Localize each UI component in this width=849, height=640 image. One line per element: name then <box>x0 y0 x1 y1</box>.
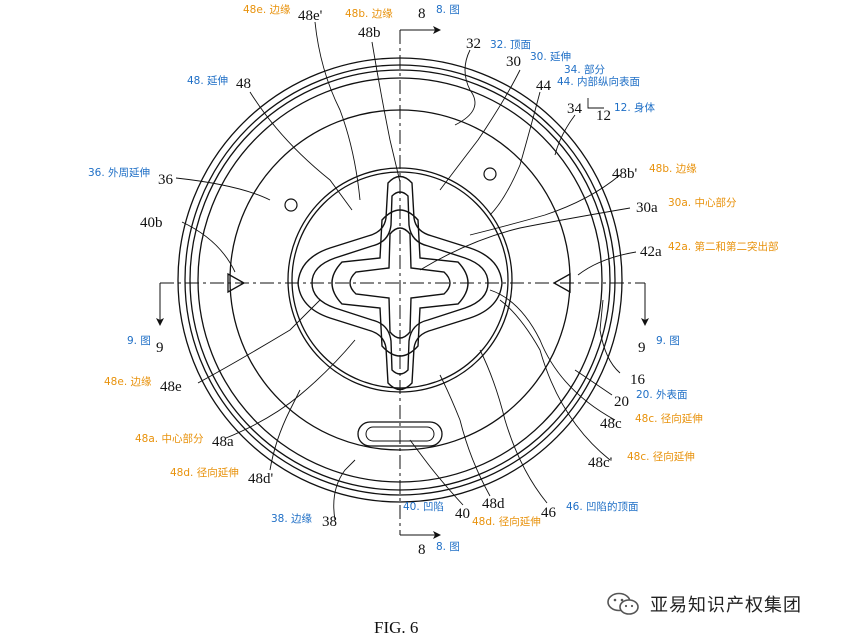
leader-lines <box>175 21 637 521</box>
ref-30: 30 <box>506 54 521 70</box>
ref-12: 12 <box>596 108 611 124</box>
note-48a: 48a. 中心部分 <box>135 432 204 445</box>
ref-48: 48 <box>236 76 251 92</box>
note-8-fig-bottom: 8. 图 <box>436 541 460 553</box>
note-32: 32. 顶面 <box>490 39 531 51</box>
note-42a: 42a. 第二和第二突出部 <box>668 240 778 253</box>
note-40: 40. 凹陷 <box>403 500 444 513</box>
ref-48b-top: 48b <box>358 25 381 41</box>
note-38: 38. 边缘 <box>271 512 313 525</box>
depression-slot-inner <box>365 426 435 442</box>
note-36: 36. 外周延伸 <box>88 167 150 179</box>
note-48c: 48c. 径向延伸 <box>635 412 703 425</box>
ref-8-bottom: 8 <box>418 542 426 558</box>
note-9-left: 9. 图 <box>127 335 151 347</box>
note-48: 48. 延伸 <box>187 75 228 87</box>
note-48b-edge-top: 48b. 边缘 <box>345 7 393 20</box>
ref-48a: 48a <box>212 434 234 450</box>
figure-caption: FIG. 6 <box>374 618 418 637</box>
cross-feature <box>297 175 503 391</box>
protrusions <box>227 272 571 294</box>
ref-30a: 30a <box>636 200 658 216</box>
ref-8-top: 8 <box>418 6 426 22</box>
note-48e-edge-top: 48e. 边缘 <box>243 3 291 16</box>
ref-48e: 48e <box>160 379 182 395</box>
ref-20: 20 <box>614 394 629 410</box>
ref-48b-prime: 48b' <box>612 166 638 182</box>
ref-9-right: 9 <box>638 340 646 356</box>
ref-48d: 48d <box>482 496 505 512</box>
ref-38: 38 <box>322 514 337 530</box>
note-48d-prime: 48d. 径向延伸 <box>170 466 239 479</box>
ref-40: 40 <box>455 506 470 522</box>
ref-48c-prime: 48c' <box>588 455 613 471</box>
note-48b-prime: 48b. 边缘 <box>649 162 697 175</box>
note-34: 34. 部分 <box>564 63 606 76</box>
hole-right <box>483 167 497 181</box>
reference-numerals: 48e' 48b 8 32 30 44 34 12 48 48b' 36 30a… <box>140 6 662 558</box>
watermark-text: 亚易知识产权集团 <box>650 595 802 616</box>
note-48d: 48d. 径向延伸 <box>472 515 541 528</box>
note-8-fig-top: 8. 图 <box>436 4 460 16</box>
hole-left <box>284 198 298 212</box>
ref-48d-prime: 48d' <box>248 471 274 487</box>
ref-44: 44 <box>536 78 552 94</box>
section-arrows <box>156 26 649 539</box>
note-48e: 48e. 边缘 <box>104 375 152 388</box>
note-20: 20. 外表面 <box>636 388 688 401</box>
center-lines <box>160 30 645 535</box>
ref-32: 32 <box>466 36 481 52</box>
note-30a: 30a. 中心部分 <box>668 196 737 209</box>
note-44: 44. 内部纵向表面 <box>557 75 640 88</box>
note-46: 46. 凹陷的顶面 <box>566 500 639 513</box>
ref-16: 16 <box>630 372 646 388</box>
note-9-right: 9. 图 <box>656 335 680 347</box>
annotations: 48e. 边缘 48b. 边缘 8. 图 32. 顶面 30. 延伸 34. 部… <box>88 3 778 553</box>
ref-34: 34 <box>567 101 583 117</box>
ref-42a: 42a <box>640 244 662 260</box>
note-12: 12. 身体 <box>614 101 656 114</box>
ref-46: 46 <box>541 505 557 521</box>
ref-36: 36 <box>158 172 174 188</box>
depression-slot <box>357 421 443 447</box>
ref-48e-prime: 48e' <box>298 8 323 24</box>
bracket-12 <box>587 98 604 109</box>
ref-48c: 48c <box>600 416 622 432</box>
note-30: 30. 延伸 <box>530 51 571 63</box>
ref-40b: 40b <box>140 215 163 231</box>
wechat-icon <box>607 592 639 615</box>
ref-9-left: 9 <box>156 340 164 356</box>
watermark: 亚易知识产权集团 <box>606 590 802 618</box>
note-48c-prime: 48c. 径向延伸 <box>627 450 695 463</box>
